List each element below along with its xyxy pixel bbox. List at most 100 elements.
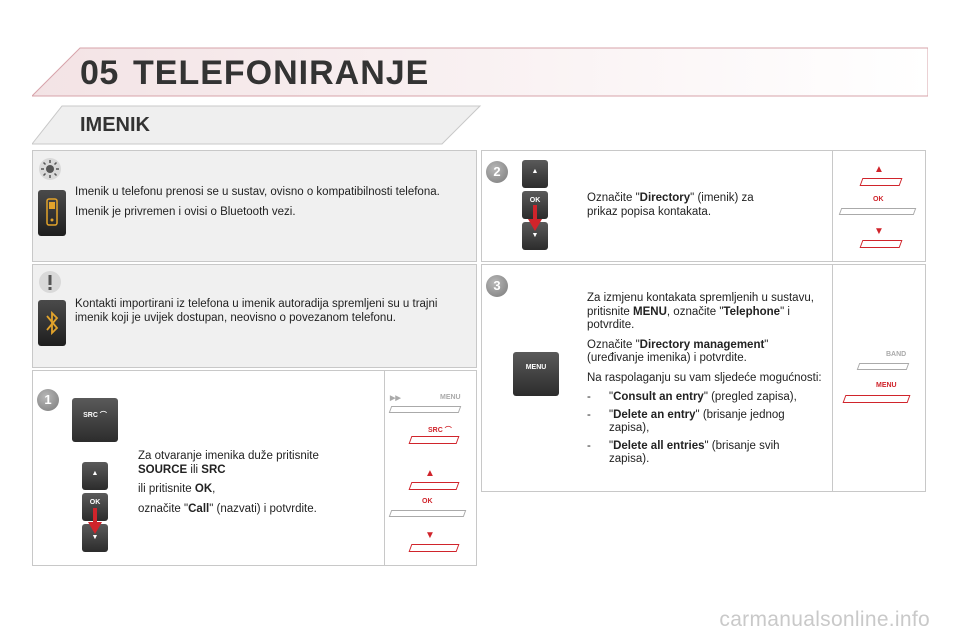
chapter-number: 05 <box>80 54 119 92</box>
step1-mid: ili <box>190 463 199 476</box>
info-panel <box>32 150 477 262</box>
step2-side-bar-up <box>859 178 903 186</box>
side-menu-label: MENU <box>440 394 461 401</box>
option-quote: " <box>609 391 614 403</box>
side-up-arrow-icon: ▲ <box>425 468 435 479</box>
option-dash: - <box>587 439 591 452</box>
step2-up-label: ▲ <box>531 168 539 175</box>
info-text: Imenik u telefonu prenosi se u sustav, o… <box>75 186 450 225</box>
step2-number: 2 <box>486 161 508 183</box>
step3-p1-e: " i potvrdite. <box>587 305 790 332</box>
warning-text: Kontakti importirani iz telefona u imeni… <box>75 298 438 324</box>
step2-up-button[interactable]: ▲ <box>522 160 548 188</box>
step1-t1: Za otvaranje imenika duže pritisnite <box>138 450 319 462</box>
step3-telephone: Telephone <box>723 305 781 318</box>
chapter-header-band <box>32 47 928 97</box>
chapter-title: TELEFONIRANJE <box>133 54 430 92</box>
side-band-label: BAND <box>886 351 907 358</box>
option-delete-entry: - "Delete an entry" (brisanje jednog zapi… <box>587 409 822 436</box>
step3-side-diagram: BAND MENU <box>836 345 921 410</box>
option-desc: " (brisanje jednog zapisa), <box>609 408 785 435</box>
src-button[interactable]: SRC ⌒ <box>72 398 118 442</box>
up-button[interactable]: ▲ <box>82 462 108 490</box>
step2-side-bar-ok <box>838 208 917 215</box>
option-desc: " (pregled zapisa), <box>703 391 797 403</box>
section-title: IMENIK <box>80 114 150 136</box>
side-bar-1 <box>388 406 462 413</box>
side-ok-label: OK <box>422 498 433 505</box>
option-delete-all: - "Delete all entries" (brisanje svih zap… <box>587 440 822 467</box>
side-bar-up <box>408 482 460 490</box>
step1-text: Za otvaranje imenika duže pritisnite SOU… <box>138 450 368 522</box>
option-dash: - <box>587 408 591 421</box>
next-arrows-icon: ▶▶ <box>390 395 401 402</box>
option-label: Delete an entry <box>613 408 696 421</box>
step2-down-label: ▼ <box>531 232 539 239</box>
step3-p1-a: Za izmjenu kontakata spremljenih u susta… <box>587 292 814 318</box>
step1-ok: OK <box>194 483 213 495</box>
warning-panel <box>32 264 477 368</box>
step2-side-up-icon: ▲ <box>874 164 884 175</box>
side-bar-ok <box>388 510 467 517</box>
step2-side-bar-down <box>859 240 903 248</box>
side-down-arrow-icon: ▼ <box>425 530 435 541</box>
bluetooth-icon <box>38 300 66 346</box>
watermark: carmanualsonline.info <box>719 608 930 631</box>
phone-icon <box>38 190 66 236</box>
option-desc: " (brisanje svih zapisa). <box>609 439 780 466</box>
side-bar-down <box>408 544 460 552</box>
step1-number: 1 <box>37 389 59 411</box>
step2-t1: Označite " <box>587 192 640 204</box>
step2-text: Označite "Directory" (imenik) za prikaz … <box>587 192 787 225</box>
step1-source: SOURCE <box>138 463 188 476</box>
step3-directory-management: Directory management <box>639 338 765 351</box>
step2-directory: Directory <box>639 192 691 204</box>
step3-menu: MENU <box>633 305 667 318</box>
step1-side-diagram: ▶▶ MENU SRC ⌒ ▲ OK ▼ <box>388 390 473 560</box>
step1-src: SRC <box>201 463 226 476</box>
menu-button[interactable]: MENU <box>513 352 559 396</box>
step2-panel <box>481 150 926 262</box>
step1-t2: ili pritisnite <box>138 483 192 495</box>
step3-p3: Na raspolaganju su vam sljedeće mogućnos… <box>587 371 822 384</box>
step2-side-down-icon: ▼ <box>874 226 884 237</box>
option-label: Delete all entries <box>613 439 705 452</box>
ok-button-label: OK <box>89 499 101 506</box>
step2-ok-label: OK <box>529 197 541 204</box>
step2-red-down-arrow-icon <box>528 205 542 231</box>
menu-button-label: MENU <box>525 364 547 371</box>
step3-p2-c: " (uređivanje imenika) i potvrdite. <box>587 338 769 365</box>
option-dash: - <box>587 391 591 403</box>
step1-t2-end: , <box>212 483 216 495</box>
side-bar-band <box>856 363 910 370</box>
step1-call: Call <box>188 502 210 515</box>
step2-t1-end: " (imenik) za prikaz popisa kontakata. <box>587 192 754 218</box>
src-button-label: SRC <box>83 412 98 419</box>
step3-number: 3 <box>486 275 508 297</box>
option-quote: " <box>609 408 614 421</box>
option-label: Consult an entry <box>613 391 704 403</box>
step3-side-menu-label: MENU <box>876 382 897 389</box>
red-down-arrow-icon <box>88 508 102 534</box>
step2-divider <box>832 151 833 261</box>
info-line-1: Imenik u telefonu prenosi se u sustav, o… <box>75 186 440 198</box>
step3-p2-a: Označite " <box>587 338 640 351</box>
step3-p1-c: , označite " <box>666 305 724 318</box>
step3-text: Za izmjenu kontakata spremljenih u susta… <box>587 292 822 471</box>
option-quote: " <box>609 439 614 452</box>
side-src-label: SRC ⌒ <box>428 427 452 434</box>
exclamation-icon <box>38 270 62 294</box>
info-line-2: Imenik je privremen i ovisi o Bluetooth … <box>75 205 296 218</box>
step1-divider <box>384 371 385 565</box>
step1-t3-end: " (nazvati) i potvrdite. <box>209 502 317 515</box>
step2-side-diagram: ▲ OK ▼ <box>836 160 921 255</box>
side-bar-src <box>408 436 460 444</box>
step3-divider <box>832 265 833 491</box>
section-band <box>32 105 482 145</box>
sun-icon <box>38 157 62 181</box>
down-button-label: ▼ <box>91 534 99 541</box>
option-consult-entry: - "Consult an entry" (pregled zapisa), <box>587 391 822 405</box>
side-bar-menu <box>842 395 911 403</box>
step2-side-ok-label: OK <box>873 196 884 203</box>
step1-t3: označite " <box>138 502 189 515</box>
